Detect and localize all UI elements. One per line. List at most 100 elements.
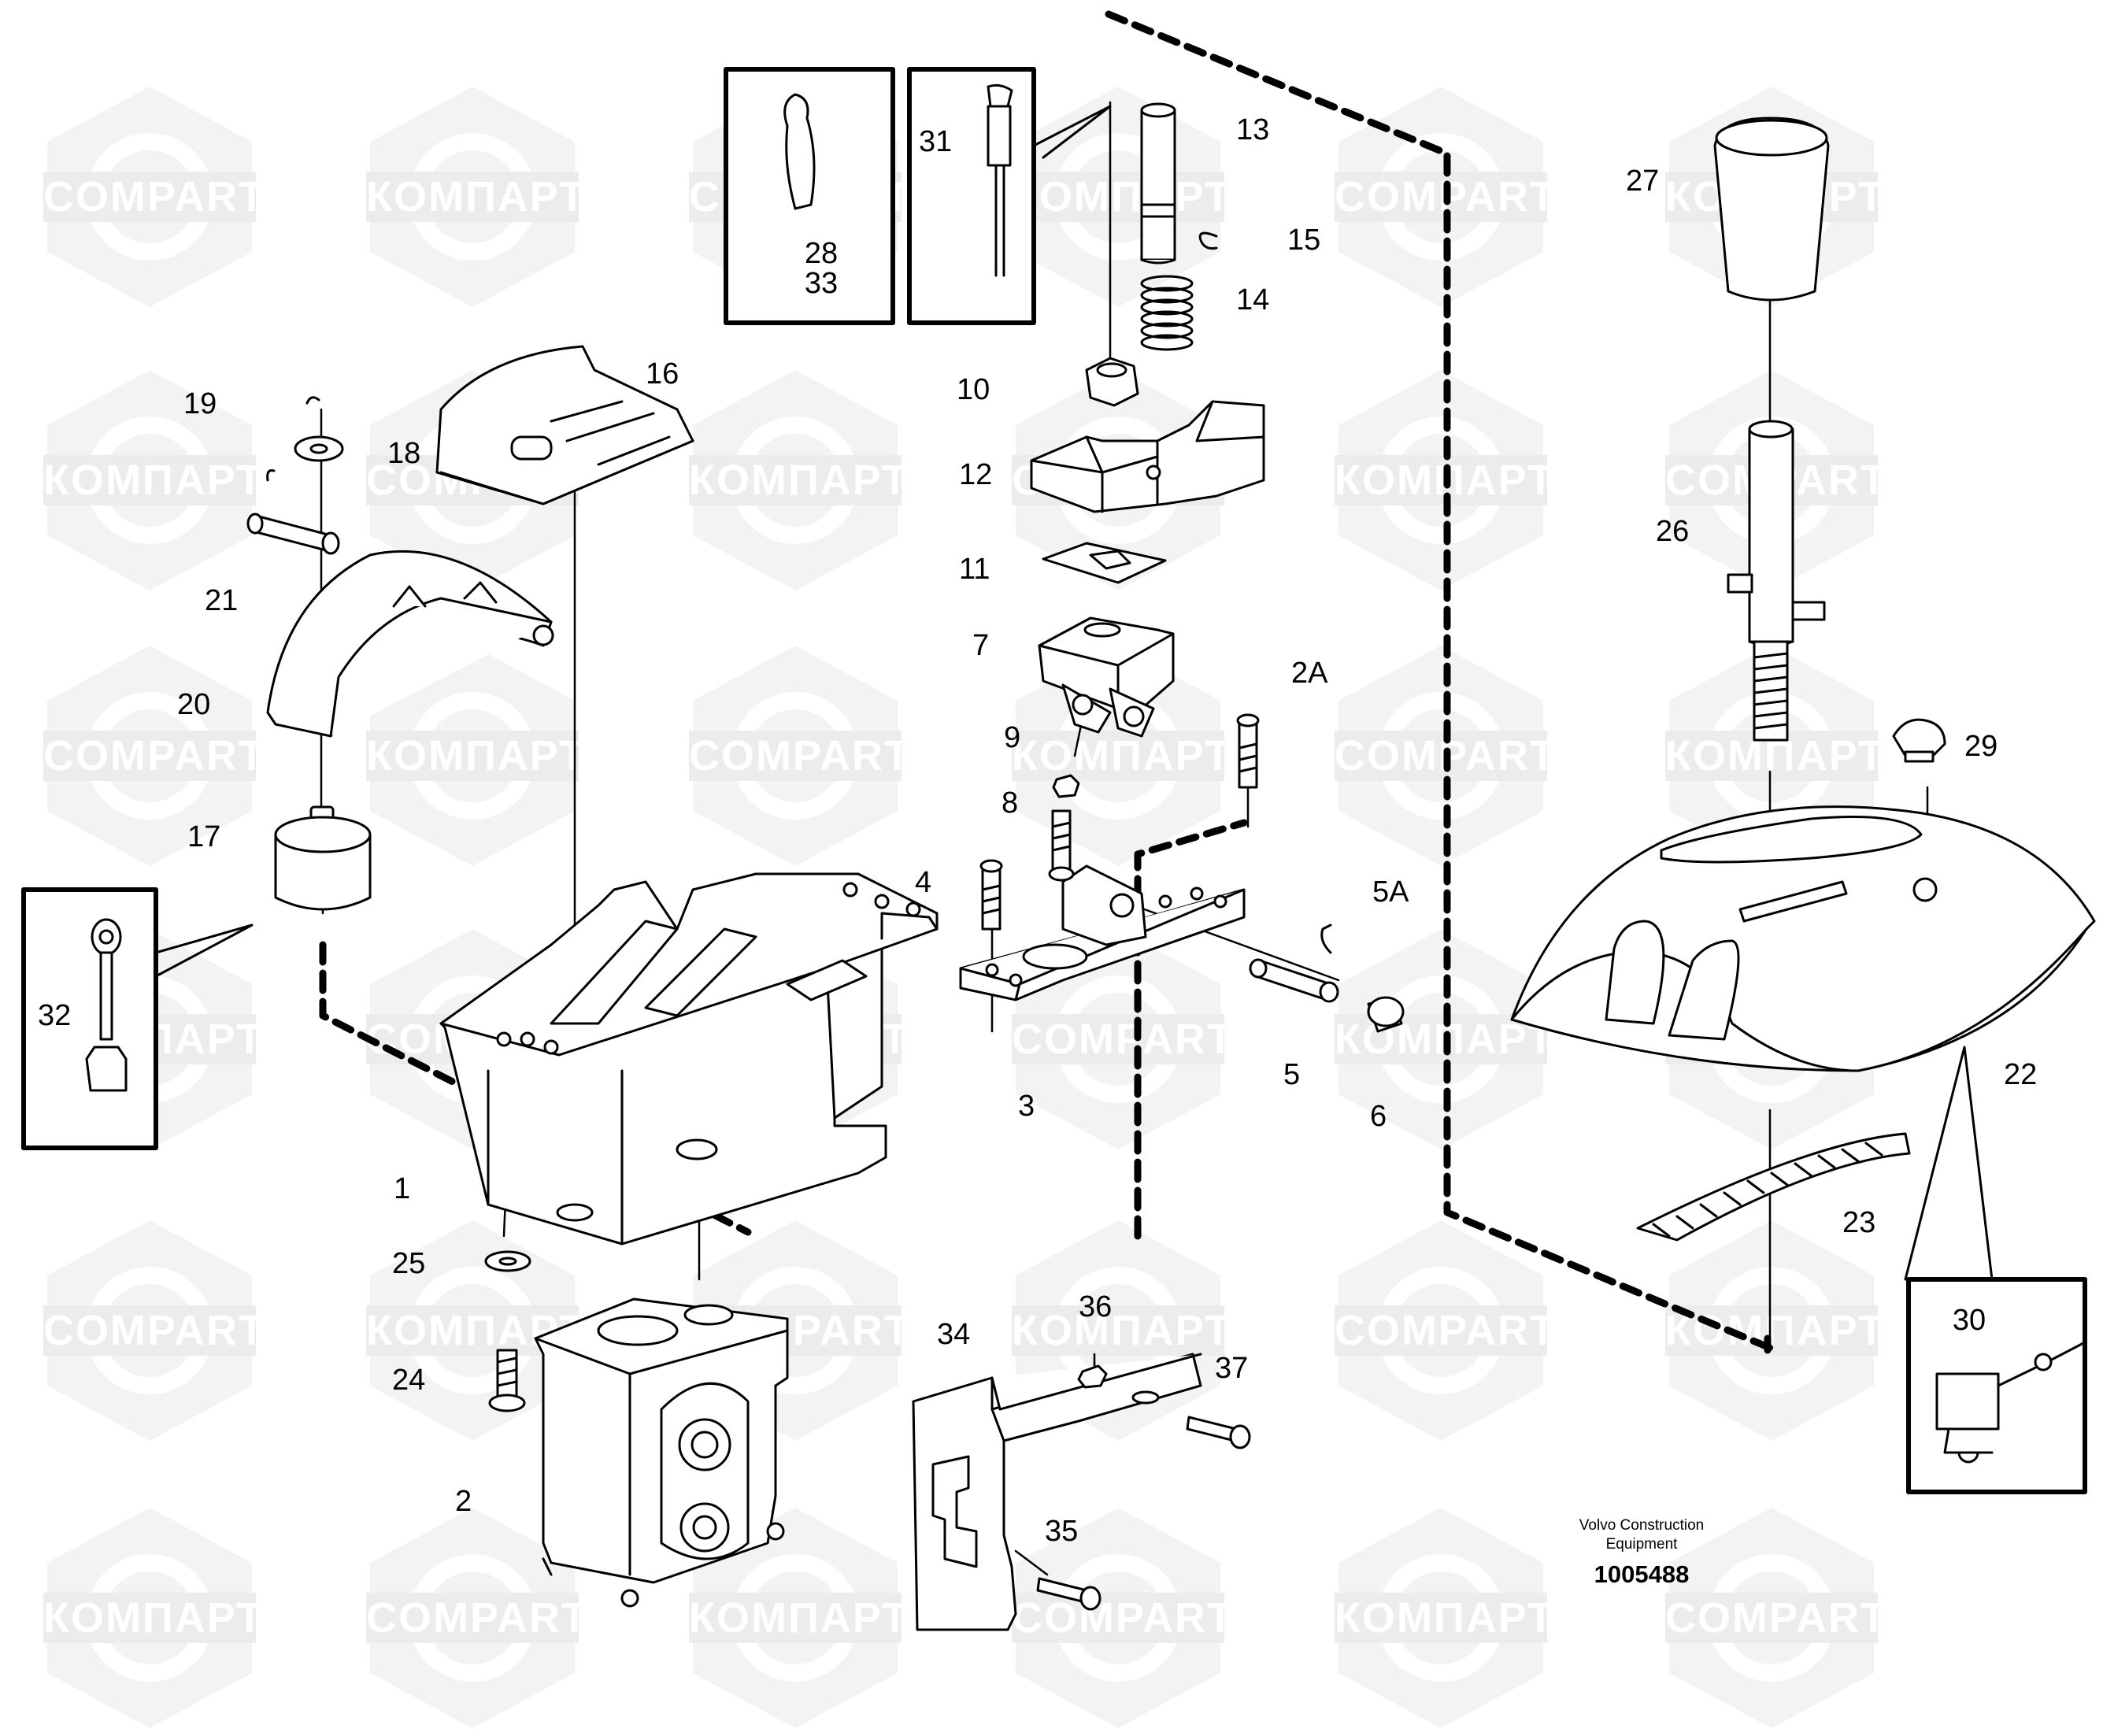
callout-10: 10	[957, 373, 990, 406]
footer-company-line2: Equipment	[1605, 1536, 1678, 1553]
part-13-rod	[1140, 102, 1176, 265]
callout-23: 23	[1842, 1206, 1876, 1239]
watermark-text: КОМПАРТ	[1012, 731, 1224, 781]
callout-9: 9	[1004, 721, 1021, 754]
part-17-cylinder	[274, 805, 372, 911]
watermark-text: COMPART	[43, 1305, 256, 1356]
part-15-clip	[1198, 231, 1218, 250]
footer-company: Volvo Construction Equipment	[1551, 1516, 1732, 1554]
part-2-valve-block	[534, 1297, 789, 1608]
detail-box-30	[1904, 1046, 2087, 1494]
detail-box-32	[21, 887, 254, 1150]
part-7-lever-block	[1038, 616, 1175, 738]
part-21-pin	[246, 513, 340, 555]
callout-2: 2	[455, 1485, 472, 1518]
part-24-screw	[488, 1349, 526, 1412]
watermark-text: КОМПАРТ	[1335, 455, 1547, 505]
watermark-text: COMPART	[1335, 172, 1547, 222]
detail-box-31	[907, 67, 1112, 325]
callout-6: 6	[1370, 1100, 1387, 1133]
part-5-pin	[1249, 958, 1339, 1003]
callout-2A: 2A	[1291, 657, 1328, 690]
callout-7: 7	[972, 629, 990, 662]
part-6-bushing	[1367, 996, 1405, 1033]
callout-18: 18	[387, 437, 421, 470]
part-8-screw	[1048, 809, 1075, 882]
part-20-lever-bracket	[266, 550, 554, 738]
watermark-text: COMPART	[1335, 731, 1547, 781]
part-37-bolt	[1186, 1416, 1251, 1449]
part-19-clip	[266, 396, 320, 482]
part-18-washer	[294, 435, 344, 462]
watermark-text: COMPART	[366, 1593, 579, 1643]
callout-12: 12	[959, 458, 993, 491]
part-5A-clip	[1320, 924, 1332, 954]
callout-27: 27	[1626, 165, 1660, 198]
callout-13: 13	[1236, 113, 1270, 146]
callout-15: 15	[1287, 224, 1321, 257]
watermark-text: КОМПАРТ	[366, 1305, 579, 1356]
callout-1: 1	[394, 1172, 411, 1205]
callout-31: 31	[919, 125, 953, 158]
callout-21: 21	[205, 584, 239, 617]
callout-32: 32	[38, 999, 72, 1032]
watermark-text: КОМПАРТ	[1335, 1593, 1547, 1643]
watermark-text: КОМПАРТ	[689, 1593, 902, 1643]
callout-30: 30	[1952, 1304, 1986, 1337]
callout-5A: 5A	[1372, 875, 1409, 909]
part-29-button	[1892, 718, 1946, 763]
callout-34: 34	[937, 1318, 971, 1351]
watermark-text: COMPART	[43, 172, 256, 222]
callout-37: 37	[1215, 1352, 1249, 1385]
callout-20: 20	[177, 688, 211, 721]
part-25-washer	[484, 1250, 531, 1272]
callout-25: 25	[392, 1247, 426, 1280]
watermark-text: КОМПАРТ	[1012, 172, 1224, 222]
part-23-seal	[1636, 1132, 1911, 1242]
detail-box-28-33	[724, 67, 895, 325]
callout-4: 4	[915, 866, 932, 899]
part-35-bolt	[1036, 1577, 1101, 1611]
part-10-nut	[1085, 357, 1139, 407]
watermark-text: COMPART	[689, 731, 902, 781]
parts-diagram: COMPART КОМПАРТ COMPART КОМПАРТ COMPART КОМПА…	[21, 10, 2096, 1728]
exploded-view-drawing	[21, 10, 2096, 1631]
footer-company-line1: Volvo Construction	[1579, 1517, 1705, 1534]
part-12-cam-block	[1030, 400, 1265, 513]
part-22-cover	[1510, 805, 2096, 1072]
watermark-text: COMPART	[1012, 1014, 1224, 1064]
callout-28: 28	[804, 237, 839, 270]
part-11-plate	[1042, 542, 1167, 584]
callout-16: 16	[646, 357, 679, 391]
callout-17: 17	[187, 820, 221, 853]
callout-36: 36	[1079, 1290, 1113, 1323]
callout-5: 5	[1283, 1058, 1301, 1091]
callout-26: 26	[1656, 515, 1690, 548]
watermark-text: КОМПАРТ	[1012, 1305, 1224, 1356]
watermark-text: КОМПАРТ	[689, 455, 902, 505]
part-3-base-plate	[959, 864, 1246, 1001]
watermark-text: COMPART	[1665, 1593, 1878, 1643]
watermark-text: КОМПАРТ	[366, 172, 579, 222]
drawing-number: 1005488	[1594, 1560, 1690, 1588]
watermark-text: КОМПАРТ	[1335, 1014, 1547, 1064]
callout-24: 24	[392, 1364, 426, 1397]
watermark-text: КОМПАРТ	[366, 731, 579, 781]
part-36-nut	[1077, 1364, 1108, 1389]
callout-29: 29	[1964, 730, 1998, 763]
part-26-shift-lever	[1727, 420, 1826, 742]
part-1-bracket-housing	[439, 872, 939, 1246]
part-14-spring	[1140, 275, 1194, 351]
part-16-guide-cover	[435, 345, 694, 505]
callout-11: 11	[959, 553, 990, 586]
callout-33: 33	[804, 267, 839, 300]
part-9-nut	[1052, 774, 1080, 798]
callout-35: 35	[1045, 1515, 1079, 1548]
callout-22: 22	[2004, 1058, 2038, 1091]
callout-3: 3	[1018, 1090, 1035, 1123]
part-27-knob	[1713, 117, 1830, 302]
watermark-text: КОМПАРТ	[43, 1593, 256, 1643]
watermark-text: COMPART	[1335, 1305, 1547, 1356]
callout-19: 19	[183, 387, 217, 420]
part-4-screw	[979, 859, 1003, 931]
